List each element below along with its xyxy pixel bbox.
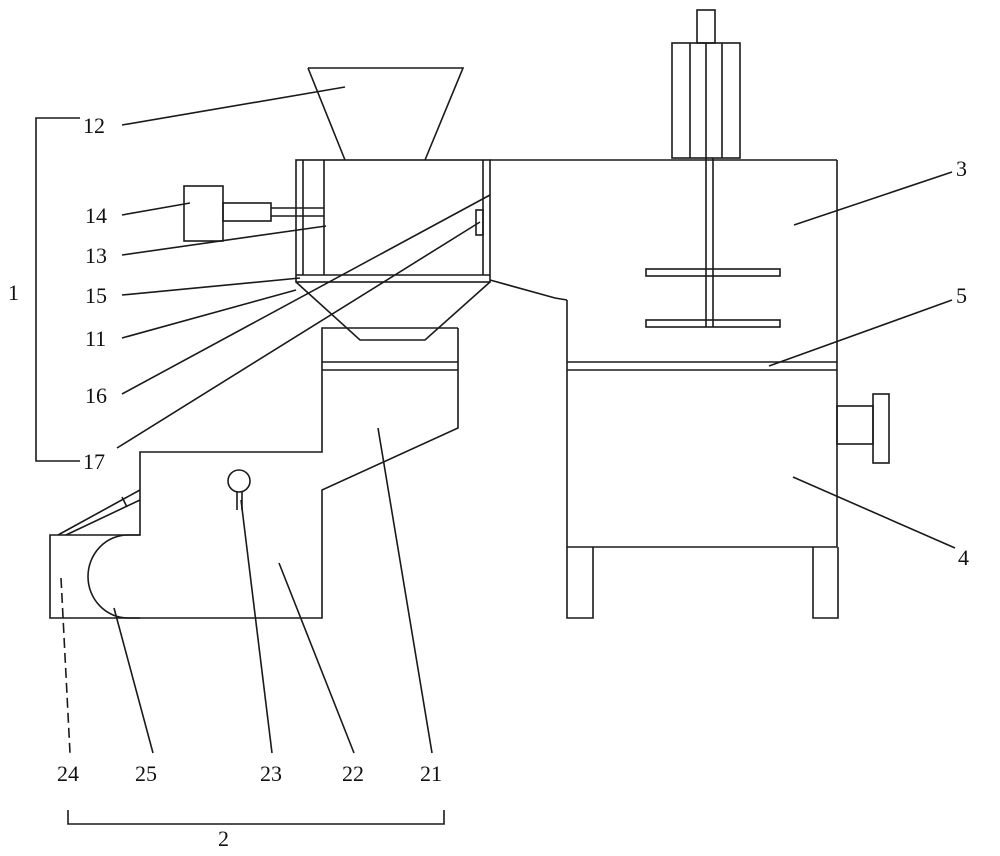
label-2: 2 xyxy=(218,826,229,851)
bracket-2 xyxy=(67,810,445,825)
side-valve xyxy=(836,393,890,464)
top-motor xyxy=(671,9,741,159)
label-1: 1 xyxy=(8,280,19,305)
label-13: 13 xyxy=(85,243,107,268)
lower-machine xyxy=(49,327,459,619)
label-16: 16 xyxy=(85,383,107,408)
bracket-1 xyxy=(35,117,80,462)
label-4: 4 xyxy=(958,545,969,570)
feed-hopper xyxy=(307,67,465,161)
leader-lines xyxy=(60,86,956,754)
label-11: 11 xyxy=(85,326,106,351)
label-21: 21 xyxy=(420,761,442,786)
tank-legs xyxy=(566,547,839,619)
label-24: 24 xyxy=(57,761,79,786)
label-14: 14 xyxy=(85,203,107,228)
label-5: 5 xyxy=(956,283,967,308)
sieve-box xyxy=(295,159,491,341)
part-labels: 12 14 13 1 15 11 16 17 3 5 4 24 25 23 22… xyxy=(8,113,969,851)
stirrer xyxy=(645,158,781,328)
label-25: 25 xyxy=(135,761,157,786)
main-tank xyxy=(489,159,838,548)
label-3: 3 xyxy=(956,156,967,181)
label-22: 22 xyxy=(342,761,364,786)
vibrator xyxy=(183,185,324,242)
label-12: 12 xyxy=(83,113,105,138)
label-15: 15 xyxy=(85,283,107,308)
label-23: 23 xyxy=(260,761,282,786)
label-17: 17 xyxy=(83,449,105,474)
